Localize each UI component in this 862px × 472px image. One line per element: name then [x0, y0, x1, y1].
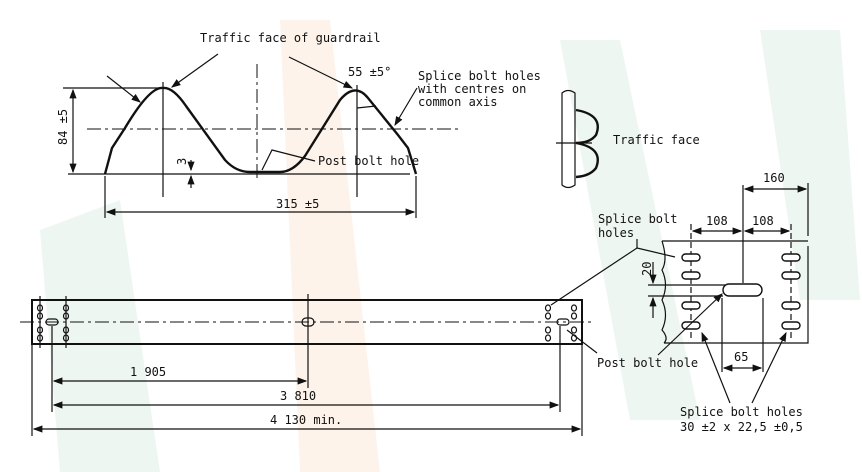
- traffic-face-label: Traffic face of guardrail: [200, 31, 381, 45]
- traffic-face-side-label: Traffic face: [613, 133, 700, 147]
- post-bolt-hole-label: Post bolt hole: [318, 154, 419, 168]
- height-dimension: 84 ±5: [56, 109, 70, 145]
- dim-108-right: 108: [752, 214, 774, 228]
- dim-post-spacing: 1 905: [130, 365, 166, 379]
- dim-108-left: 108: [706, 214, 728, 228]
- rail-elevation: 1 905 3 810 4 130 min.: [20, 294, 594, 436]
- splice-holes-label-3: common axis: [418, 95, 497, 109]
- splice-bottom-label-1: Splice bolt holes: [680, 405, 803, 419]
- splice-top-label-2: holes: [598, 226, 634, 240]
- splice-top-label-1: Splice bolt: [598, 212, 677, 226]
- splice-bottom-label-2: 30 ±2 x 22,5 ±0,5: [680, 420, 803, 434]
- thickness-dimension: 3: [175, 158, 189, 165]
- post-bolt-hole-detail-label: Post bolt hole: [597, 356, 698, 370]
- splice-holes-label-1: Splice bolt holes: [418, 69, 541, 83]
- width-dimension: 315 ±5: [276, 197, 319, 211]
- dim-160: 160: [763, 171, 785, 185]
- splice-detail: 160 108 108 20 65 Splice bolt holes Post…: [550, 171, 809, 434]
- dim-20: 20: [640, 262, 654, 276]
- side-view: Traffic face: [556, 89, 700, 189]
- guardrail-profile: 84 ±5 3 315 ±5 Traffic face of guardrail…: [56, 31, 541, 218]
- dim-splice-spacing: 3 810: [280, 389, 316, 403]
- dim-length: 4 130 min.: [270, 413, 342, 427]
- angle-label: 55 ±5°: [348, 65, 391, 79]
- splice-holes-label-2: with centres on: [418, 82, 526, 96]
- dim-65: 65: [734, 350, 748, 364]
